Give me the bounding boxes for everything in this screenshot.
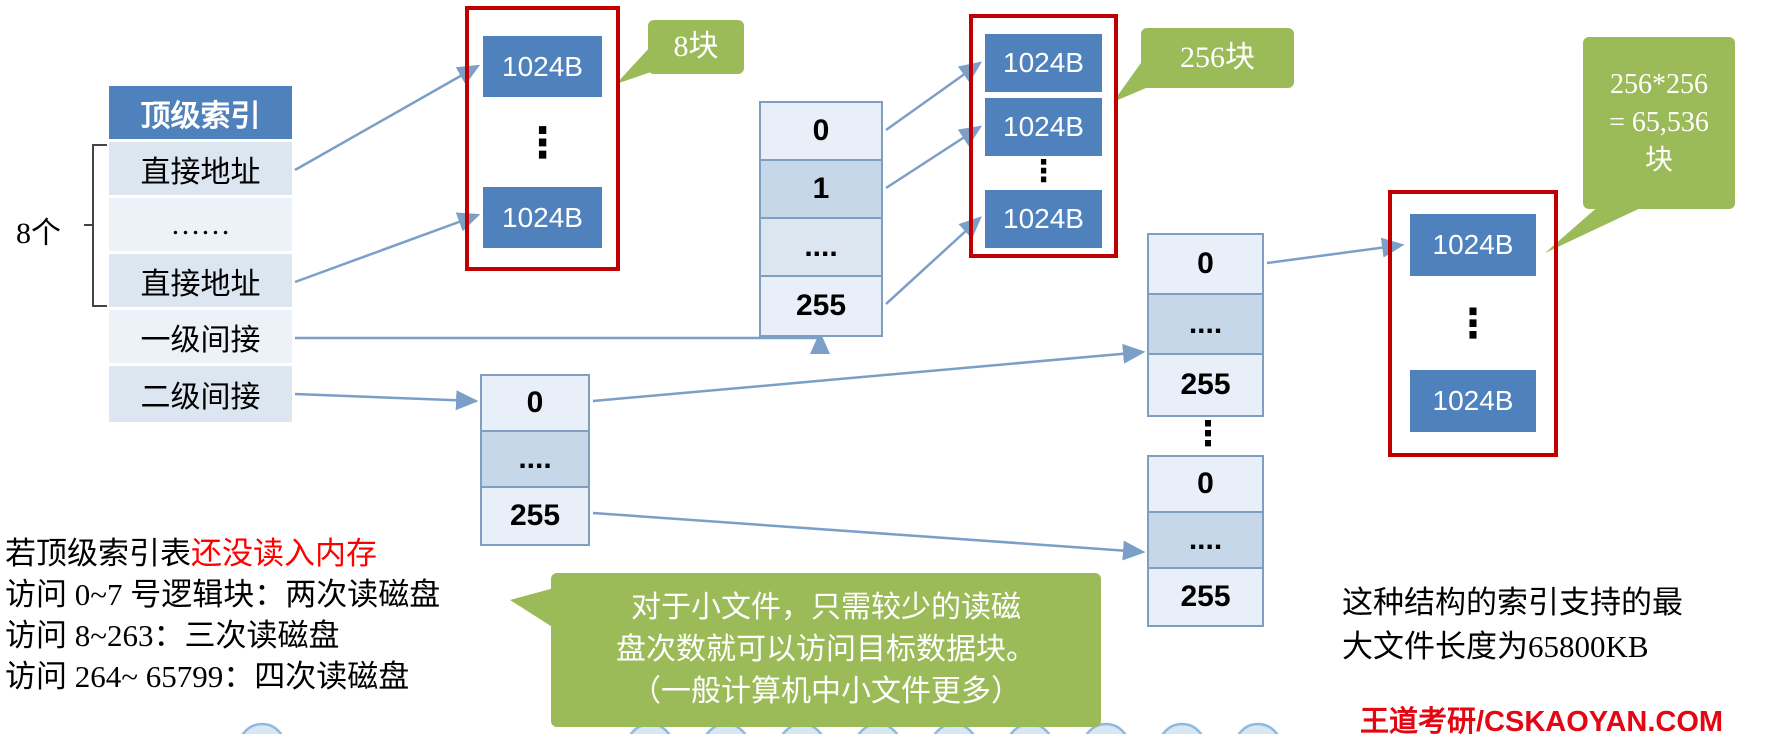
tail-callout-8 xyxy=(616,46,651,84)
arrow-l2-row255-to-r2 xyxy=(592,511,1146,561)
index-row: .... xyxy=(1149,513,1262,569)
top-index-row-direct-2: 直接地址 xyxy=(109,254,292,310)
note-line-3: 访问 8~263：三次读磁盘 xyxy=(5,618,340,653)
arrow-l2-row0-to-r1 xyxy=(592,343,1146,403)
index-row: 255 xyxy=(1149,355,1262,415)
arrow-single-indirect-to-table xyxy=(295,331,830,354)
ellipsis-dots: ⋮ xyxy=(1191,415,1225,453)
index-row: 255 xyxy=(1149,569,1262,625)
double-indirect-level2-table-bottom: 0 .... 255 xyxy=(1147,455,1264,627)
callout-8-blocks: 8块 xyxy=(648,20,744,74)
index-row: .... xyxy=(761,219,881,277)
top-index-row-direct-1: 直接地址 xyxy=(109,142,292,198)
arrow-direct2-to-block xyxy=(294,212,481,284)
data-block: 1024B xyxy=(985,190,1102,248)
note-line1-red: 还没读入内存 xyxy=(191,536,377,571)
data-block: 1024B xyxy=(483,36,602,97)
index-row: .... xyxy=(482,432,588,488)
arrow-l1-row1-to-block xyxy=(885,125,983,190)
tail-callout-65536 xyxy=(1545,204,1649,253)
top-index-row-double-indirect: 二级间接 xyxy=(109,366,292,422)
note-line-1: 若顶级索引表还没读入内存 xyxy=(5,533,440,574)
double-indirect-data-blocks-box: 1024B ⋮ 1024B xyxy=(1388,190,1558,457)
index-row: 1 xyxy=(761,161,881,219)
arrow-double-indirect-to-table xyxy=(294,390,479,411)
ellipsis-dots: ⋮ xyxy=(521,118,564,166)
note-line-4: 访问 264~ 65799：四次读磁盘 xyxy=(5,659,410,694)
arrow-l1-row0-to-block xyxy=(885,61,983,132)
direct-data-blocks-box: 1024B ⋮ 1024B xyxy=(465,6,620,271)
top-index-row-ellipsis: …… xyxy=(109,198,292,254)
data-block: 1024B xyxy=(985,34,1102,92)
data-block: 1024B xyxy=(1410,214,1536,276)
single-indirect-data-blocks-box: 1024B 1024B ⋮ 1024B xyxy=(969,14,1118,258)
index-row: 0 xyxy=(482,376,588,432)
brace-8-direct xyxy=(84,144,107,307)
top-index-header: 顶级索引 xyxy=(109,86,292,142)
ellipsis-dots: ⋮ xyxy=(1453,302,1493,346)
index-row: 255 xyxy=(482,488,588,544)
note-line-2: 访问 0~7 号逻辑块：两次读磁盘 xyxy=(5,577,441,612)
top-index-row-single-indirect: 一级间接 xyxy=(109,310,292,366)
tail-callout-small-files xyxy=(510,588,554,628)
index-row: 0 xyxy=(761,103,881,161)
double-indirect-level1-table: 0 .... 255 xyxy=(480,374,590,546)
disk-access-notes: 若顶级索引表还没读入内存 访问 0~7 号逻辑块：两次读磁盘 访问 8~263：… xyxy=(5,533,440,697)
index-row: .... xyxy=(1149,295,1262,355)
tail-callout-256 xyxy=(1113,56,1146,102)
max-file-size-note: 这种结构的索引支持的最 大文件长度为65800KB xyxy=(1342,585,1683,664)
watermark-text: 王道考研/CSKAOYAN.COM xyxy=(1360,706,1724,734)
top-index-table: 顶级索引 直接地址 …… 直接地址 一级间接 二级间接 xyxy=(109,86,292,422)
callout-256-blocks: 256块 xyxy=(1141,28,1294,88)
callout-small-files-note: 对于小文件，只需较少的读磁 盘次数就可以访问目标数据块。 （一般计算机中小文件更… xyxy=(551,573,1101,727)
arrow-r1-row0-to-block xyxy=(1266,237,1405,265)
index-row: 0 xyxy=(1149,457,1262,513)
index-row: 255 xyxy=(761,277,881,335)
arrow-direct1-to-block xyxy=(294,64,481,172)
arrow-l1-row255-to-block xyxy=(885,216,982,305)
data-block: 1024B xyxy=(483,187,602,248)
data-block: 1024B xyxy=(1410,370,1536,432)
direct-address-count-label: 8个 xyxy=(16,217,61,250)
ellipsis-dots: ⋮ xyxy=(1028,154,1059,188)
single-indirect-index-table: 0 1 .... 255 xyxy=(759,101,883,337)
double-indirect-level2-table-top: 0 .... 255 xyxy=(1147,233,1264,417)
data-block: 1024B xyxy=(985,98,1102,156)
note-line1-black: 若顶级索引表 xyxy=(5,536,191,571)
callout-65536-blocks: 256*256 = 65,536 块 xyxy=(1583,37,1735,209)
index-row: 0 xyxy=(1149,235,1262,295)
